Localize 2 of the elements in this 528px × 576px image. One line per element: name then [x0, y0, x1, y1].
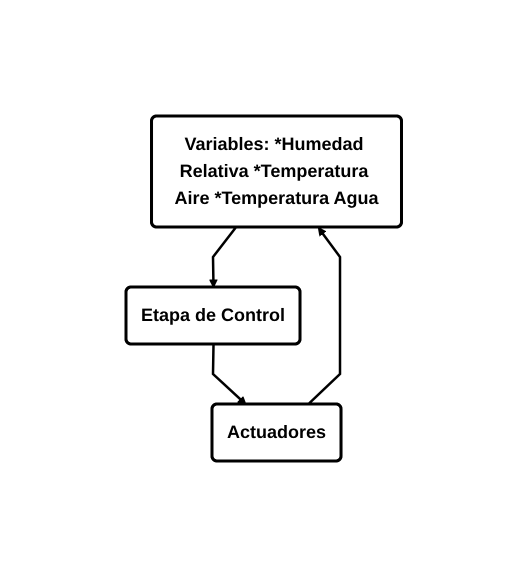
arrow: [209, 226, 238, 288]
arrow: [212, 344, 247, 404]
